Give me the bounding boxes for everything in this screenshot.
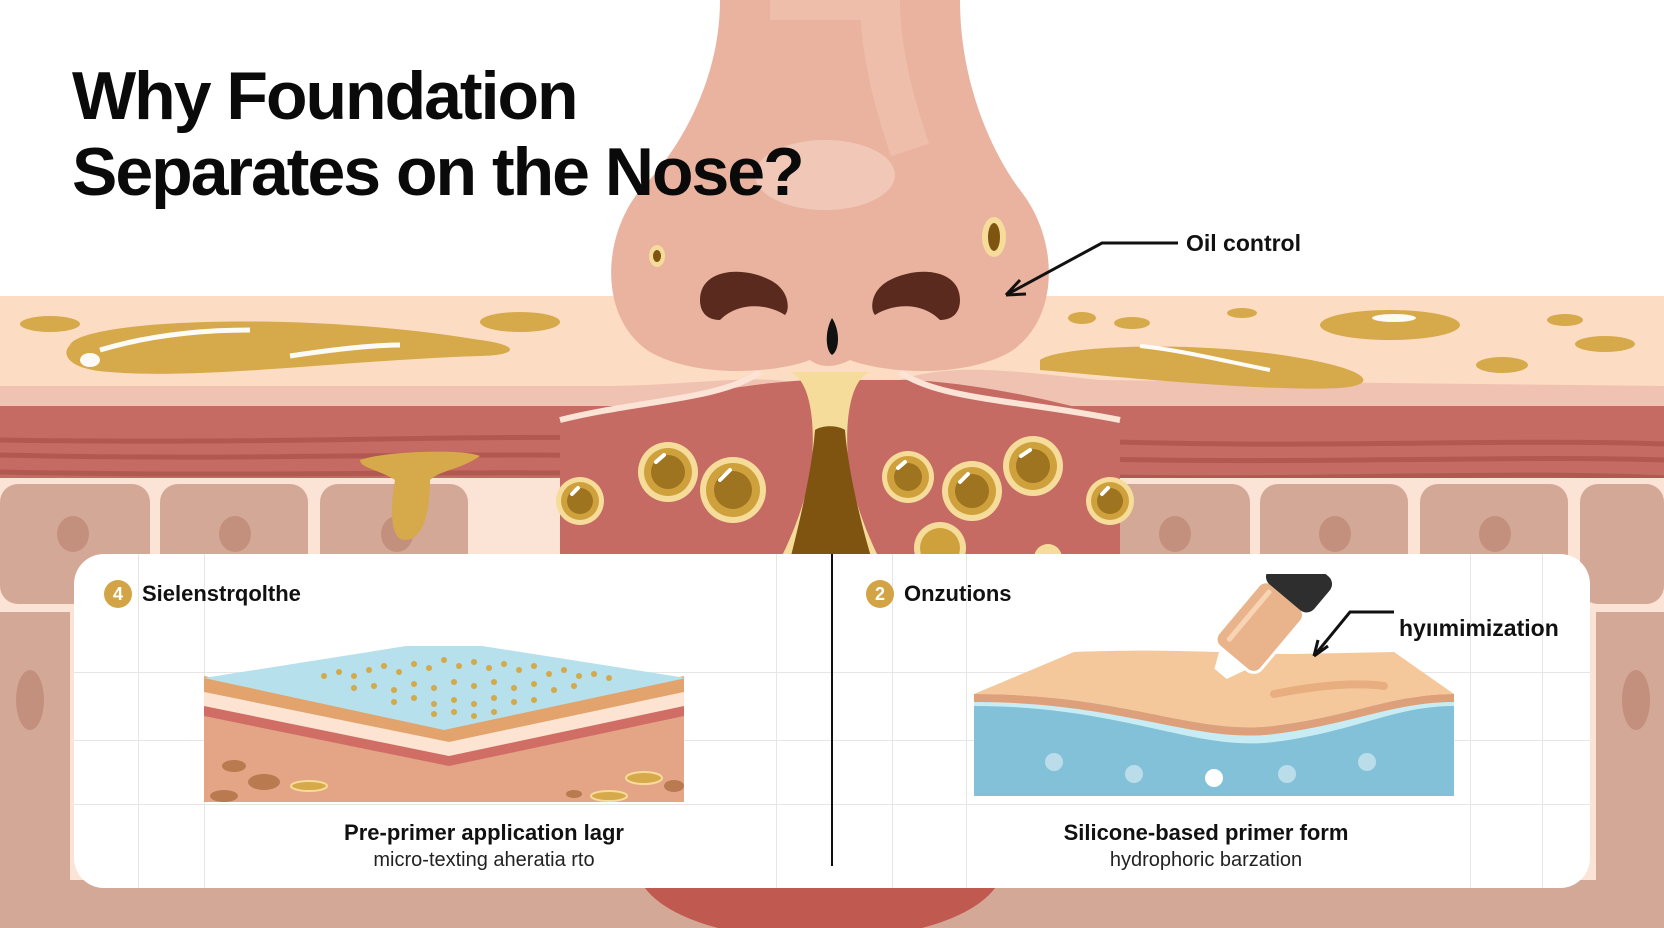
title-line-1: Why Foundation [72,58,579,134]
panel-left-caption-sub: micro-texting aheratia rto [373,849,595,871]
panel-right-caption-sub: hydrophoric barzation [1109,849,1303,871]
title-line-2: Separates on the Nose? [72,134,805,210]
step-badge: 2 [866,580,894,608]
oil-control-arrow [1004,241,1178,297]
panel-left-header: 4 Sielenstrqolthe [104,580,301,608]
right-nostril-icon [872,271,960,320]
pre-primer-skin-illustration [204,646,686,802]
panel-left-heading: Sielenstrqolthe [142,581,301,606]
silicone-primer-illustration [974,574,1454,796]
page-title: Why Foundation Separates on the Nose? [72,58,805,210]
nose-highlight [755,140,895,210]
step-badge: 4 [104,580,132,608]
panel-right-caption: Silicone-based primer form hydrophoric b… [966,820,1446,872]
panel-right-caption-main: Silicone-based primer form [1063,820,1349,845]
panel-left-caption-main: Pre-primer application lagr [344,820,624,845]
foundation-bottle-icon [1214,574,1333,679]
panel-left-caption: Pre-primer application lagr micro-textin… [204,820,764,872]
primer-film [204,646,686,730]
sebum-plug [790,426,872,560]
panel-divider [831,554,833,866]
panel-right-header: 2 Onzutions [866,580,1012,608]
oil-control-label: Oil control [1186,230,1301,256]
hy-minimization-label: hyıımimization [1399,615,1559,641]
left-nostril-icon [700,271,788,320]
panel-right-heading: Onzutions [904,581,1012,606]
follicle-base [640,880,1000,928]
comparison-panel: 4 Sielenstrqolthe [74,554,1590,888]
hy-arrow [1312,610,1394,658]
